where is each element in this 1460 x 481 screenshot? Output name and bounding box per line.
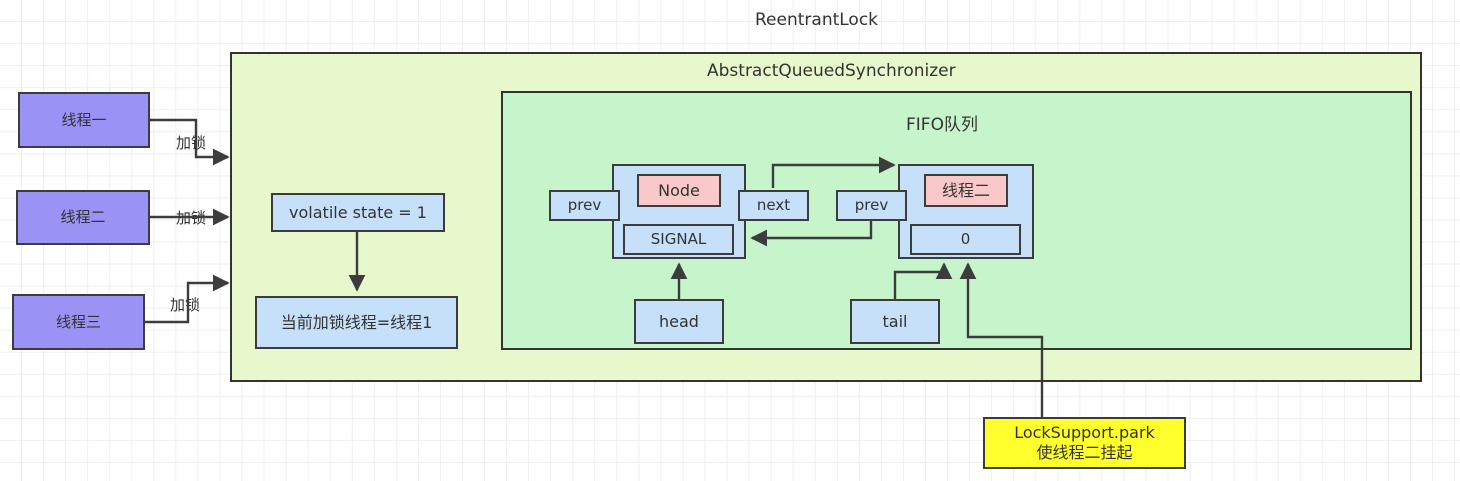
queue-node-head-type-label: Node (658, 180, 700, 200)
locksupport-park-line2: 使线程二挂起 (1036, 443, 1133, 462)
locksupport-park-line1: LockSupport.park (1014, 423, 1155, 442)
reentrant-lock-title: ReentrantLock (755, 10, 879, 30)
locksupport-park-note: LockSupport.park 使线程二挂起 (983, 417, 1186, 469)
thread-box-3-label: 线程三 (55, 312, 101, 331)
tail-pointer-box: tail (850, 299, 940, 344)
volatile-state-box: volatile state = 1 (271, 193, 445, 232)
lock-edge-label-1: 加锁 (176, 134, 207, 152)
queue-node-head-prev-box: prev (549, 190, 620, 221)
queue-node-head-waitstatus-box: SIGNAL (623, 224, 734, 255)
thread-box-1[interactable]: 线程一 (18, 92, 150, 148)
queue-node-tail-type-label: 线程二 (941, 180, 990, 200)
thread-box-2[interactable]: 线程二 (16, 190, 150, 245)
queue-node-head-next-label: next (756, 196, 791, 215)
queue-node-head-next-box: next (738, 190, 809, 221)
queue-node-head-type-box: Node (637, 174, 721, 207)
thread-box-2-label: 线程二 (60, 208, 106, 227)
queue-node-tail-prev-label: prev (854, 196, 889, 215)
tail-pointer-label: tail (882, 311, 908, 331)
current-owner-thread-label: 当前加锁线程=线程1 (280, 312, 433, 332)
queue-node-tail-waitstatus-label: 0 (960, 230, 971, 249)
fifo-queue-title: FIFO队列 (906, 115, 978, 135)
queue-node-tail-type-box: 线程二 (924, 174, 1008, 207)
queue-node-tail-prev-box: prev (836, 190, 907, 221)
queue-node-head-waitstatus-label: SIGNAL (650, 230, 707, 249)
volatile-state-label: volatile state = 1 (289, 202, 427, 222)
head-pointer-box: head (634, 299, 724, 344)
thread-box-1-label: 线程一 (61, 110, 107, 129)
aqs-title: AbstractQueuedSynchronizer (707, 61, 956, 81)
head-pointer-label: head (659, 311, 699, 331)
lock-edge-label-3: 加锁 (170, 296, 201, 314)
queue-node-tail-waitstatus-box: 0 (910, 224, 1021, 255)
lock-edge-label-2: 加锁 (176, 209, 207, 227)
queue-node-head-prev-label: prev (567, 196, 602, 215)
current-owner-thread-box: 当前加锁线程=线程1 (255, 296, 458, 349)
thread-box-3[interactable]: 线程三 (12, 294, 145, 350)
